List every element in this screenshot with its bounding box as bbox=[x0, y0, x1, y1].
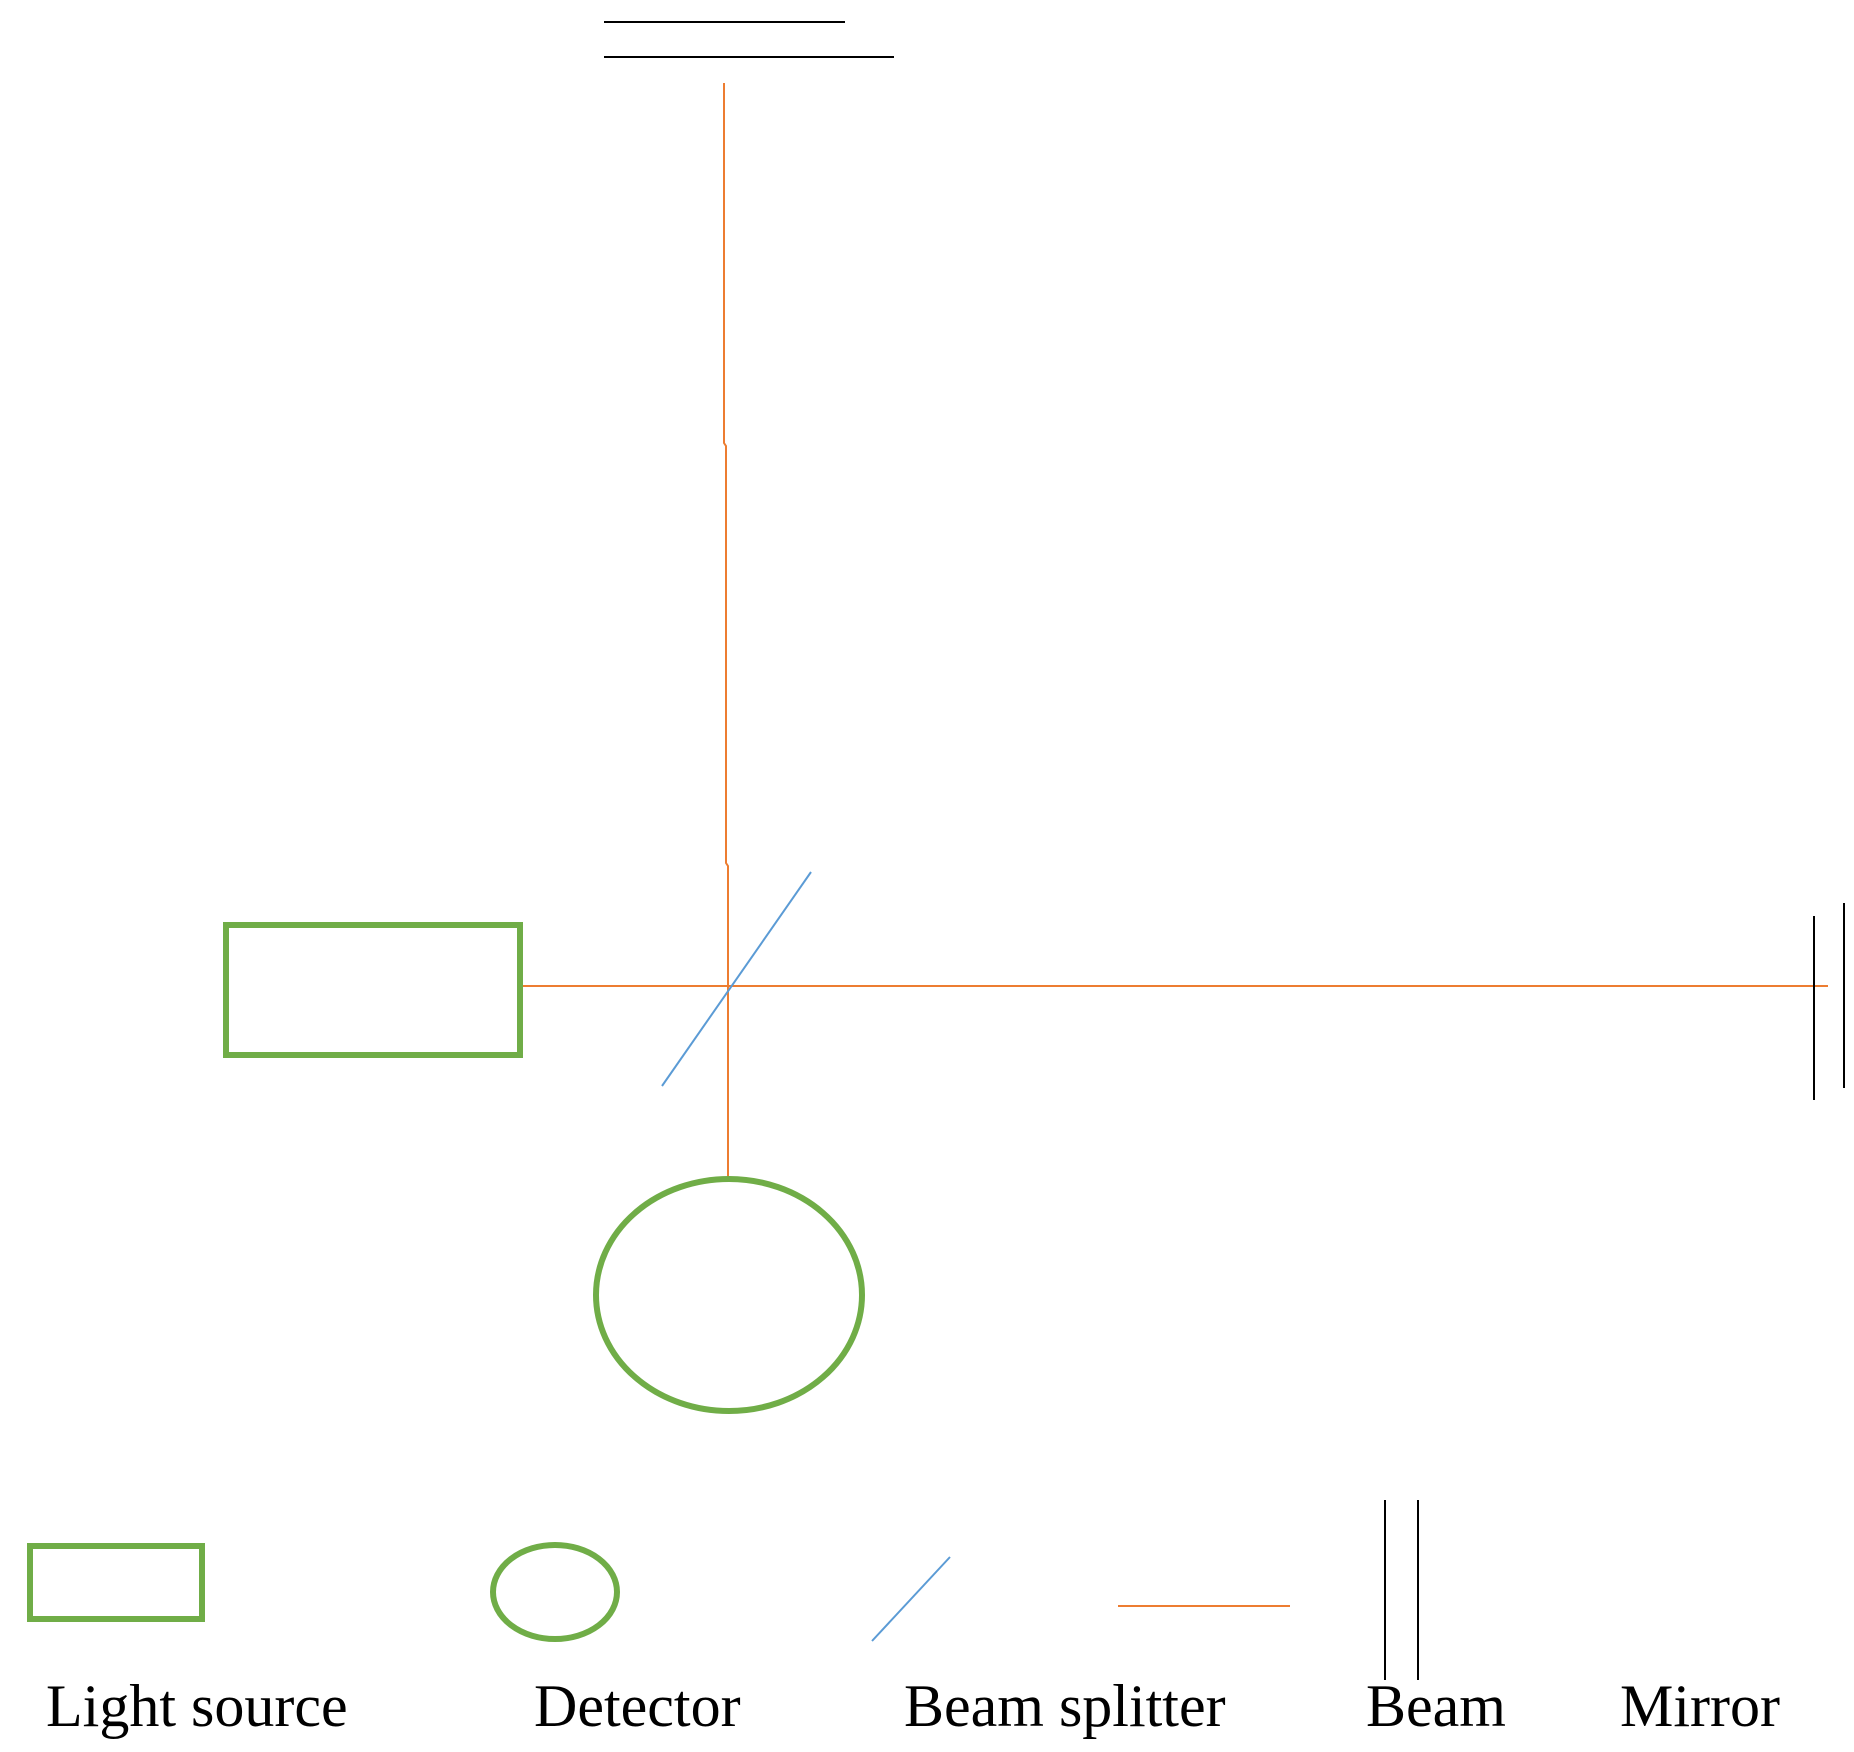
legend: Light source Detector Beam splitter Beam… bbox=[27, 1500, 1780, 1739]
legend-detector-label: Detector bbox=[534, 1673, 741, 1739]
legend-beam-label: Beam bbox=[1366, 1673, 1506, 1739]
mirror-top bbox=[604, 21, 894, 58]
detector bbox=[593, 1176, 865, 1414]
mirror-right bbox=[1813, 903, 1845, 1100]
legend-detector-symbol bbox=[490, 1542, 620, 1642]
legend-mirror-label: Mirror bbox=[1620, 1673, 1780, 1739]
legend-beam-splitter-symbol bbox=[871, 1556, 951, 1642]
beam-splitter bbox=[661, 871, 812, 1087]
legend-beam-splitter-label: Beam splitter bbox=[904, 1673, 1226, 1739]
beam-vertical-upper bbox=[723, 83, 729, 986]
legend-light-source-symbol bbox=[27, 1543, 205, 1622]
legend-light-source-label: Light source bbox=[46, 1673, 348, 1739]
light-source bbox=[223, 922, 523, 1058]
